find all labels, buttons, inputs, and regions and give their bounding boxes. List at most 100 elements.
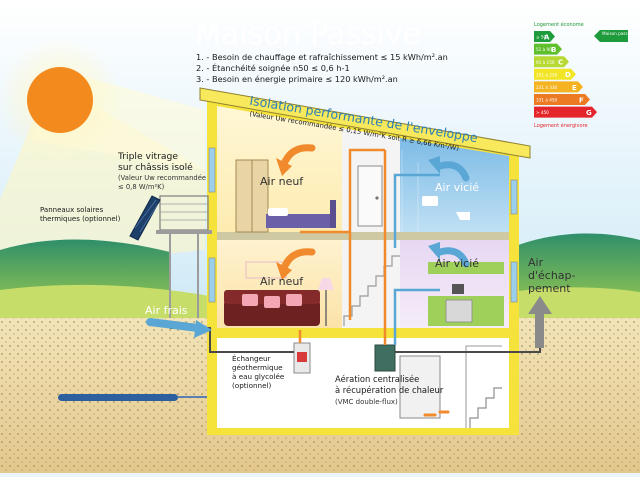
solar-panel-lines [134,199,159,233]
energy-class-letter: C [558,59,563,67]
requirement-2: 2. - Étanchéité soignée n50 ≤ 0,6 h-1 [196,62,350,73]
exhaust-arrow [535,312,544,348]
door-knob [375,196,379,200]
basement-stairs-frame [465,345,502,428]
kitchen-cabinet [428,262,504,274]
basement-stairs [469,387,502,428]
basement-door [399,355,441,419]
window-lower-right [510,261,518,303]
kettle [452,284,464,294]
fresh-air-arrowhead-upper [276,158,292,176]
sun-icon [27,67,93,133]
energy-class-letter: B [551,46,556,54]
exhaust-arrowhead [528,296,552,314]
glazing-sub-2: ≤ 0,8 W/m²K) [118,183,165,191]
cushion-3 [286,294,302,306]
passive-marker-label: Maison passive [602,31,634,36]
fresh-air-duct [298,148,387,345]
fresh-air-arrow-upper [280,144,316,168]
outside-air-arrowhead [194,320,212,338]
energy-class-g [534,106,597,118]
solar-label-1: Panneaux solaires [40,206,104,214]
energy-class-range: > 450 [536,110,549,115]
fresh-air-arrow-lower [280,248,316,272]
vmc-label-1: Aération centralisée [335,374,419,384]
energy-scale-bottom-label: Logement énergivore [534,122,588,129]
solar-panel-icon [129,195,161,241]
page-title: Maison Passive [195,17,421,52]
outside-air-arrow [146,318,202,332]
window-upper-left [208,147,216,193]
energy-class-letter: F [579,96,584,104]
fresh-air-lower-label: Air neuf [260,275,304,288]
sink [422,196,438,206]
glazing-title-2: sur châssis isolé [118,162,193,173]
cushion-2 [264,296,280,308]
vmc-unit-icon [374,344,396,372]
oven [445,299,473,323]
energy-class-letter: G [586,109,592,117]
energy-class-range: 91 à 150 [536,60,555,65]
energy-class-b [534,43,562,55]
stale-air-arrow-upper [436,161,470,182]
bathroom [400,138,509,232]
exchanger-label-3: à eau glycolée [232,372,285,381]
basement-flow-marks [423,410,450,417]
balcony-slab [156,230,212,234]
energy-scale-top-label: Logement économe [534,21,584,28]
sofa [224,300,320,326]
energy-class-c [534,56,569,68]
wardrobe-door [251,159,269,233]
wardrobe [235,159,253,233]
bed-headboard [330,200,336,228]
exchanger-pump [297,352,307,362]
fresh-air-upper-label: Air neuf [260,175,304,188]
hall-door [357,165,383,227]
energy-class-range: 331 à 450 [536,98,558,103]
stale-air-upper-label: Air vicié [435,181,479,194]
energy-class-range: ≤ 50 [536,35,547,40]
energy-class-d [534,68,576,80]
stale-air-duct [393,173,440,345]
energy-class-e [534,81,583,93]
ground-pipe-icon [58,394,178,401]
stairs-icon [343,255,400,326]
glazing-sub-1: (Valeur Uw recommandée [118,174,206,182]
energy-class-range: 231 à 330 [536,85,558,90]
requirement-1: 1. - Besoin de chauffage et rafraîchisse… [196,52,448,62]
window-lower-left [208,257,216,303]
exhaust-label-1: Air [528,256,544,269]
energy-class-range: 51 à 90 [536,47,552,52]
ground-floor-slab [217,328,509,338]
solar-label-2: thermiques (optionnel) [40,215,121,223]
vmc-label-2: à récupération de chaleur [335,385,444,395]
exchanger-label-2: géothermique [232,363,283,372]
energy-class-letter: D [565,71,571,79]
roof [199,87,531,159]
cushion-1 [242,294,258,306]
balcony-posts [169,234,199,318]
bath-tiles [401,150,419,232]
balcony-rails [160,203,208,221]
floor-lamp-shade [318,278,334,290]
stale-air-arrowhead-lower [428,242,440,260]
vmc-label-3: (VMC double-flux) [335,398,398,406]
outside-air-label: Air frais [145,304,188,317]
energy-class-range: 151 à 230 [536,72,558,77]
stale-air-arrowhead-upper [428,156,440,174]
exchanger-label-4: (optionnel) [232,381,272,390]
energy-class-letter: A [544,33,550,41]
energy-class-f [534,94,590,105]
pillow [268,208,288,216]
energy-class-letter: E [572,84,577,92]
glazing-title-1: Triple vitrage [117,151,178,162]
requirement-3: 3. - Besoin en énergie primaire ≤ 120 kW… [196,74,398,84]
exhaust-label-2: d'échap- [528,269,576,282]
fresh-air-arrowhead-lower [276,262,292,280]
stale-air-arrow-lower [436,247,470,268]
upper-floor-slab [217,232,509,240]
